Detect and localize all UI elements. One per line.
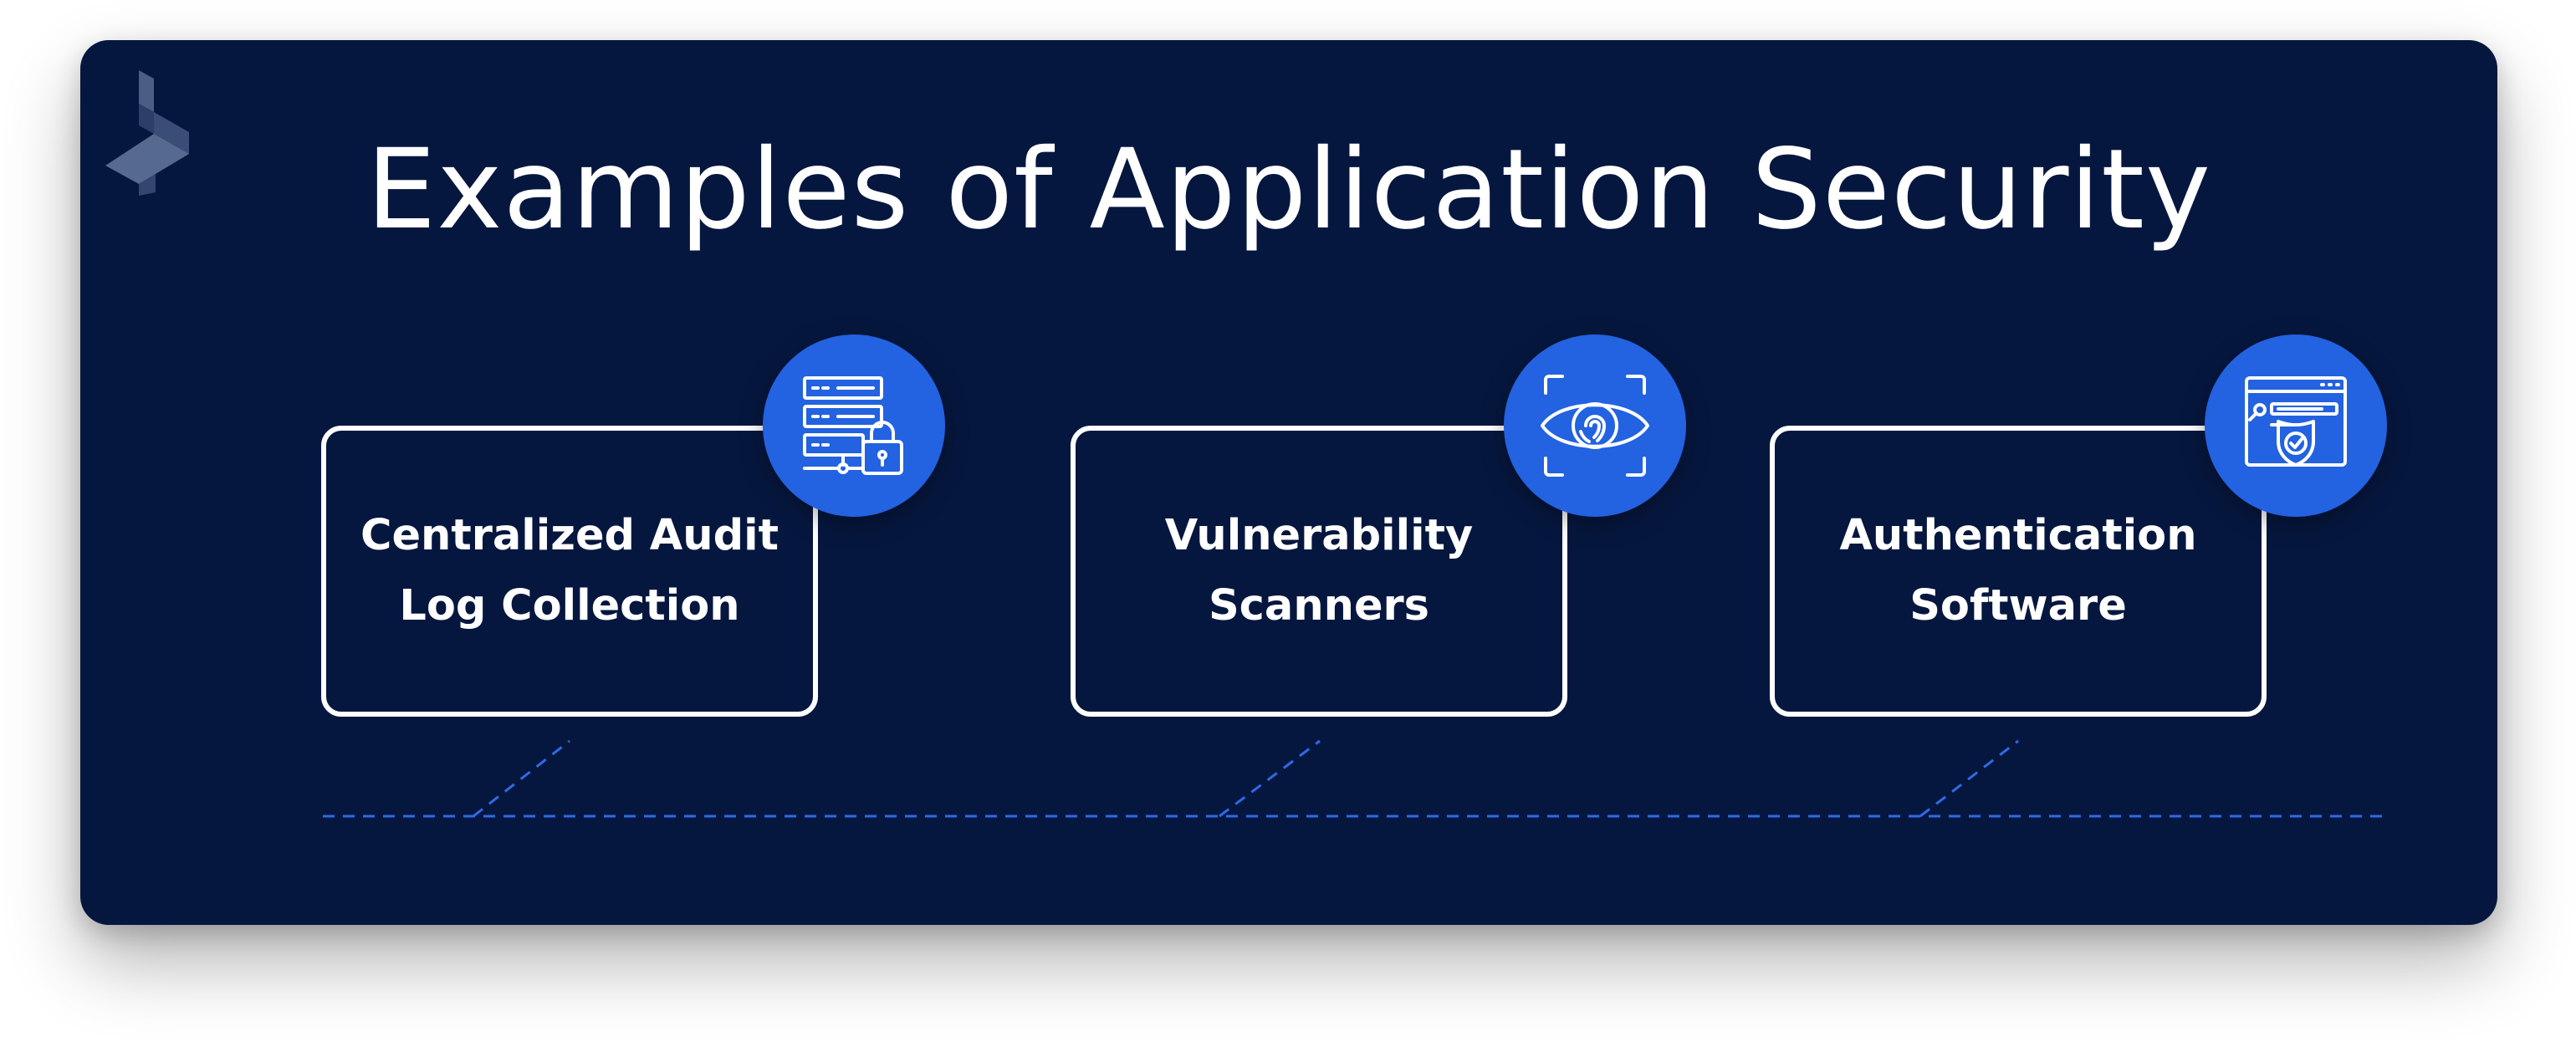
page-title: Examples of Application Security [365, 125, 2212, 254]
badge-2 [1504, 335, 1686, 517]
card-label-line2: Log Collection [399, 581, 740, 631]
card-label: Vulnerability Scanners [1076, 501, 1562, 641]
eye-scan-icon [1541, 375, 1649, 477]
card-centralized-audit-log-collection: Centralized Audit Log Collection [321, 426, 818, 717]
connector-3 [1919, 739, 2019, 818]
badge-1 [763, 335, 945, 517]
card-vulnerability-scanners: Vulnerability Scanners [1071, 426, 1567, 717]
card-authentication-software: Authentication Software [1770, 426, 2267, 717]
connector-2 [1219, 739, 1321, 818]
card-label: Authentication Software [1775, 501, 2262, 641]
connector-1 [473, 739, 570, 818]
browser-shield-check-icon [2245, 376, 2347, 467]
brand-logo-icon [105, 70, 189, 196]
card-label-line2: Software [1909, 581, 2127, 631]
card-label-line1: Vulnerability [1164, 511, 1474, 560]
card-label-line1: Authentication [1839, 511, 2197, 560]
card-label-line1: Centralized Audit [360, 511, 779, 560]
card-label: Centralized Audit Log Collection [326, 501, 813, 641]
card-label-line2: Scanners [1208, 581, 1430, 631]
infographic-panel: Examples of Application Security Central… [80, 40, 2497, 925]
server-lock-icon [803, 376, 903, 475]
badge-3 [2205, 335, 2387, 517]
